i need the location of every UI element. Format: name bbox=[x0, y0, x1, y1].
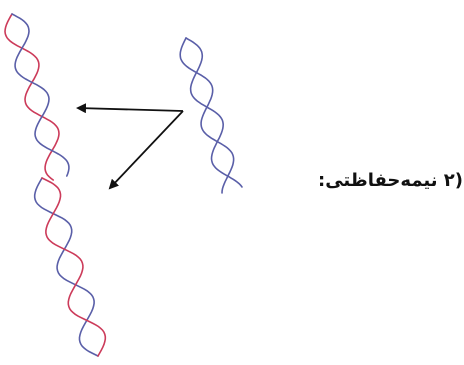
daughter-helix-top bbox=[5, 14, 69, 180]
parent-strand-a bbox=[180, 38, 233, 193]
old-strand-top bbox=[12, 14, 69, 176]
arrow-to-top-daughter bbox=[78, 108, 183, 111]
daughter-helix-bottom bbox=[35, 178, 106, 356]
new-strand-top bbox=[5, 14, 59, 180]
parent-helix bbox=[180, 38, 242, 193]
new-strand-bottom bbox=[42, 178, 105, 356]
old-strand-bottom bbox=[35, 178, 98, 356]
arrow-to-bottom-daughter bbox=[110, 111, 183, 188]
semiconservative-label: (۲ نیمه‌حفاظتی: bbox=[285, 170, 463, 191]
